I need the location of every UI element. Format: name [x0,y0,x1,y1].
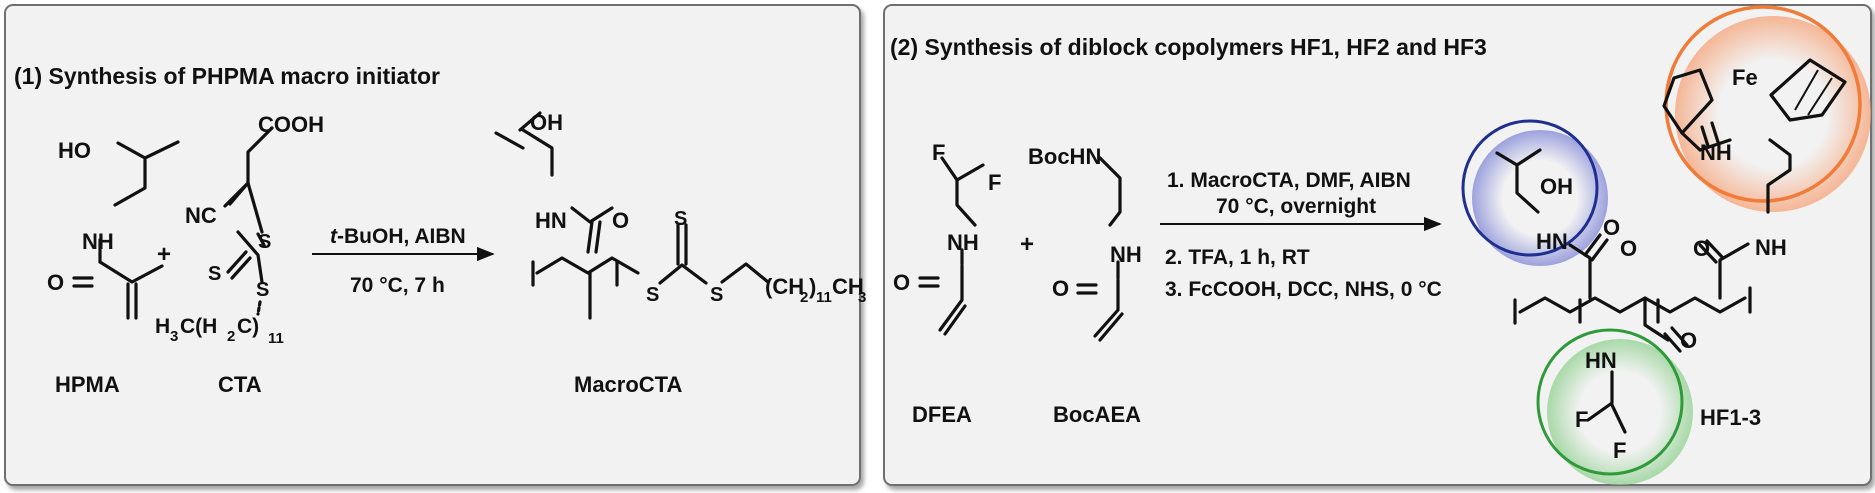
macrocta-sulfur-right: S [710,284,723,306]
panel-phpma-synthesis [4,4,861,486]
arrow1-reagents: -BuOH, AIBN [337,225,466,248]
svg-text:(CH: (CH [765,274,804,299]
svg-text:): ) [809,274,816,299]
product-fluorine-2: F [1613,438,1626,463]
cta-alkyl-chain: H 3 C(H 2 C) 11 [155,315,284,347]
product-label: HF1-3 [1700,405,1761,430]
dfea-carbonyl-o: O [893,270,910,295]
highlight-fluoro-block [1536,328,1693,485]
product-hydroxyl: OH [1540,174,1573,199]
cta-sulfur-1: S [258,231,271,253]
macrocta-label: MacroCTA [574,372,682,397]
product-iron-center: Fe [1732,65,1758,90]
bocaea-amide-nh: NH [1110,242,1142,267]
svg-text:2: 2 [227,328,235,345]
arrow1-conditions: 70 °C, 7 h [350,274,445,297]
svg-text:11: 11 [816,289,832,306]
svg-text:2: 2 [800,289,808,306]
svg-text:CH: CH [832,274,864,299]
hpma-label: HPMA [55,372,120,397]
dfea-amide-nh: NH [947,230,979,255]
product-fluorine-1: F [1575,407,1588,432]
product-carbonyl-o3: O [1680,328,1697,353]
cta-carboxylic-acid: COOH [258,112,324,137]
macrocta-structure: OH HN O S S S (CH 2 ) 11 CH 3 MacroCTA [494,110,866,397]
cta-structure: COOH NC S S S H 3 C(H 2 C) 11 CTA [155,112,324,397]
macrocta-hydroxyl: OH [530,110,563,135]
dfea-fluorine-2: F [988,170,1001,195]
plus-sign-1: + [157,241,171,268]
bocaea-carbonyl-o: O [1052,276,1069,301]
hpma-amide-nh: NH [82,229,114,254]
macrocta-amide-hn: HN [535,208,567,233]
reaction-arrow-1: t-BuOH, AIBN 70 °C, 7 h [312,225,495,297]
product-carbonyl-o-ferrocene: O [1693,236,1710,261]
cta-sulfur-3: S [256,279,269,301]
macrocta-sulfur-left: S [646,284,659,306]
svg-text:3: 3 [858,289,866,306]
product-amide-hn-bottom: HN [1585,348,1617,373]
reaction-arrow-2: 1. MacroCTA, DMF, AIBN 70 °C, overnight … [1160,169,1442,301]
highlight-hydroxyl-block [1461,119,1608,266]
arrow2-step1-conditions: 70 °C, overnight [1216,195,1376,218]
hf-copolymer-structure: OH HN O O O NH NH Fe HN O F F HF1-3 [1495,58,1847,463]
product-carbonyl-o1: O [1603,215,1620,240]
svg-text:t-BuOH, AIBN: t-BuOH, AIBN [330,225,466,248]
hpma-hydroxyl: HO [58,138,91,163]
panel1-title: (1) Synthesis of PHPMA macro initiator [14,63,440,89]
dfea-structure: F F NH O DFEA [893,140,1001,427]
bocaea-structure: BocHN NH O BocAEA [1028,144,1142,427]
macrocta-dodecyl-chain: (CH 2 ) 11 CH 3 [765,274,866,306]
svg-text:C(H: C(H [180,315,217,338]
arrow1-solvent-italic: t [330,225,338,248]
bocaea-boc-amine: BocHN [1028,144,1101,169]
product-carbonyl-o2: O [1620,236,1637,261]
svg-text:C): C) [237,315,259,338]
cta-sulfur-2: S [208,263,221,285]
arrow2-step3: 3. FcCOOH, DCC, NHS, 0 °C [1165,278,1442,301]
cta-label: CTA [218,372,262,397]
product-amide-hn-top: HN [1536,229,1568,254]
svg-text:H: H [155,315,170,338]
svg-text:3: 3 [170,328,178,345]
cta-nitrile: NC [185,203,217,228]
macrocta-carbonyl-o: O [612,208,629,233]
arrow2-step2: 2. TFA, 1 h, RT [1165,246,1310,269]
product-amide-nh-right: NH [1755,235,1787,260]
plus-sign-2: + [1020,231,1034,258]
dfea-fluorine-1: F [932,140,945,165]
dfea-label: DFEA [912,402,972,427]
hpma-structure: HO NH O HPMA [47,138,180,397]
bocaea-label: BocAEA [1053,402,1141,427]
panel2-title: (2) Synthesis of diblock copolymers HF1,… [890,34,1487,60]
svg-text:11: 11 [268,330,284,347]
highlight-ferrocene-block [1664,5,1871,212]
macrocta-thione-s: S [674,208,687,230]
hpma-carbonyl-o: O [47,270,64,295]
arrow2-step1: 1. MacroCTA, DMF, AIBN [1167,169,1411,192]
product-amide-nh-ferrocene: NH [1700,140,1732,165]
